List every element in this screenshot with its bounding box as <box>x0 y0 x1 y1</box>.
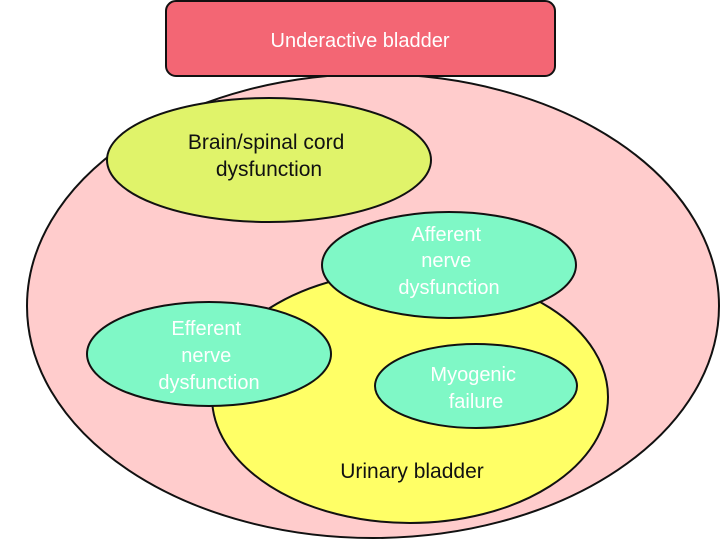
urinary-bladder-label: Urinary bladder <box>340 460 484 483</box>
myogenic-label-line-2: failure <box>449 391 503 413</box>
brain-spinal-label: Brain/spinal cord dysfunction <box>188 131 350 181</box>
title-label: Underactive bladder <box>271 30 450 52</box>
myogenic-label-line-1: Myogenic <box>430 364 516 386</box>
myogenic-failure-ellipse <box>374 343 578 429</box>
afferent-label-line-2: nerve <box>421 250 471 272</box>
afferent-label-line-1: Afferent <box>411 224 481 246</box>
efferent-label-line-1: Efferent <box>171 318 241 340</box>
efferent-label: Efferent nerve dysfunction <box>158 318 259 394</box>
afferent-label: Afferent nerve dysfunction <box>398 224 499 299</box>
brain-spinal-label-line-2: dysfunction <box>216 158 322 181</box>
brain-spinal-label-line-1: Brain/spinal cord <box>188 131 344 154</box>
efferent-label-line-2: nerve <box>181 345 231 367</box>
efferent-label-line-3: dysfunction <box>158 372 259 394</box>
title-box <box>165 0 556 77</box>
efferent-nerve-ellipse <box>86 301 332 407</box>
afferent-label-line-3: dysfunction <box>398 277 499 299</box>
brain-spinal-cord-ellipse <box>106 97 432 223</box>
afferent-nerve-ellipse <box>321 211 577 319</box>
myogenic-label: Myogenic failure <box>430 364 521 413</box>
